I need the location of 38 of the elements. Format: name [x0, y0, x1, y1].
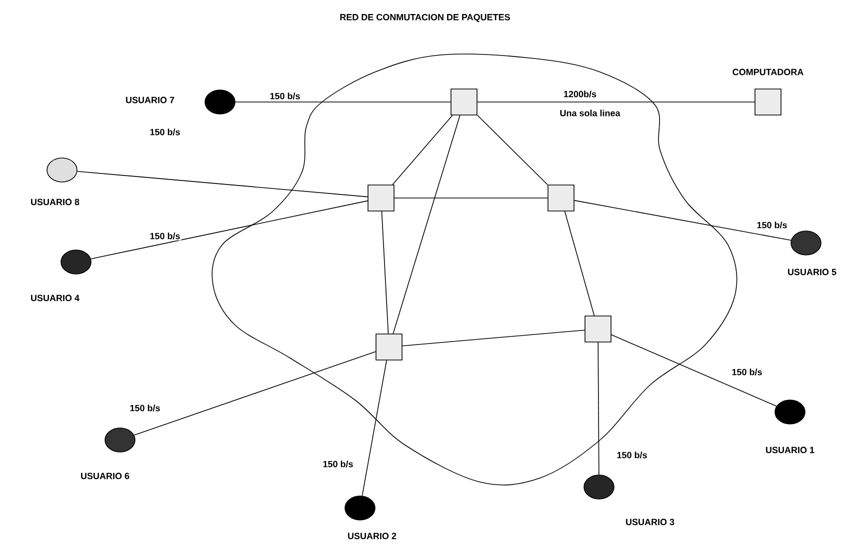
- edge-label: 150 b/s: [756, 220, 788, 230]
- edge-label: 150 b/s: [128, 404, 162, 412]
- switch-box: [584, 316, 612, 342]
- switch-box: [548, 184, 574, 212]
- line-note: Una sola linea: [558, 108, 622, 118]
- connection-line: [402, 330, 585, 346]
- title: RED DE CONMUTACION DE PAQUETES: [340, 14, 510, 22]
- connection-line: [90, 200, 368, 260]
- connection-line: [598, 342, 600, 475]
- node-label: USUARIO 6: [81, 472, 130, 480]
- edge-label: 150 b/s: [148, 232, 182, 240]
- node-label: USUARIO 8: [31, 198, 80, 206]
- node-label: USUARIO 5: [788, 268, 836, 276]
- connection-line: [611, 334, 777, 407]
- connection-line: [574, 200, 792, 241]
- edge-label: 150 b/s: [148, 128, 182, 136]
- connection-line: [381, 211, 389, 334]
- switch-box: [376, 334, 402, 360]
- connection-line: [392, 115, 460, 334]
- switch-box: [368, 184, 394, 212]
- edge-label: 150 b/s: [268, 92, 302, 100]
- edge-label: 150 b/s: [616, 450, 648, 460]
- edge-label: 150 b/s: [322, 460, 354, 468]
- node-label: USUARIO 2: [348, 532, 396, 540]
- connection-line: [362, 360, 387, 496]
- connection-line: [564, 211, 595, 316]
- connection-line: [392, 115, 453, 185]
- node-label: USUARIO 7: [126, 96, 174, 104]
- node-label: USUARIO 3: [626, 518, 674, 526]
- node-label: USUARIO 4: [31, 294, 80, 302]
- node-label: COMPUTADORA: [732, 68, 804, 76]
- connection-line: [477, 114, 548, 186]
- switch-box: [450, 88, 478, 116]
- edge-label: 150 b/s: [730, 368, 764, 376]
- edge-label: 1200b/s: [562, 90, 598, 98]
- connection-line: [76, 170, 368, 198]
- connection-line: [134, 351, 376, 436]
- node-label: USUARIO 1: [766, 446, 814, 454]
